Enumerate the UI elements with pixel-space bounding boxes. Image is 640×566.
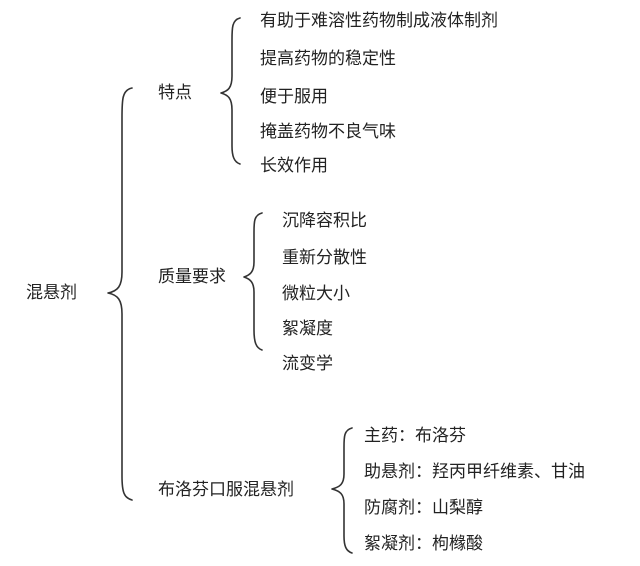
list-item: 重新分散性 — [282, 248, 367, 268]
brace-quality — [243, 212, 263, 351]
list-item: 便于服用 — [260, 87, 328, 107]
list-item: 絮凝度 — [282, 319, 333, 339]
list-item: 掩盖药物不良气味 — [260, 122, 396, 142]
list-item: 微粒大小 — [282, 284, 350, 304]
branch-label-ibuprofen: 布洛芬口服混悬剂 — [158, 480, 294, 500]
brace-features — [220, 17, 241, 165]
list-item: 主药：布洛芬 — [364, 426, 466, 446]
list-item: 流变学 — [282, 354, 333, 374]
brace-ibuprofen — [331, 427, 353, 554]
list-item: 助悬剂：羟丙甲纤维素、甘油 — [364, 462, 585, 482]
branch-label-quality: 质量要求 — [158, 267, 226, 287]
root-brace — [107, 87, 133, 501]
branch-label-features: 特点 — [158, 83, 192, 103]
root-label: 混悬剂 — [26, 283, 77, 303]
list-item: 长效作用 — [260, 156, 328, 176]
list-item: 絮凝剂：枸橼酸 — [364, 534, 483, 554]
list-item: 防腐剂：山梨醇 — [364, 498, 483, 518]
list-item: 沉降容积比 — [282, 211, 367, 231]
list-item: 提高药物的稳定性 — [260, 49, 396, 69]
list-item: 有助于难溶性药物制成液体制剂 — [260, 11, 498, 31]
